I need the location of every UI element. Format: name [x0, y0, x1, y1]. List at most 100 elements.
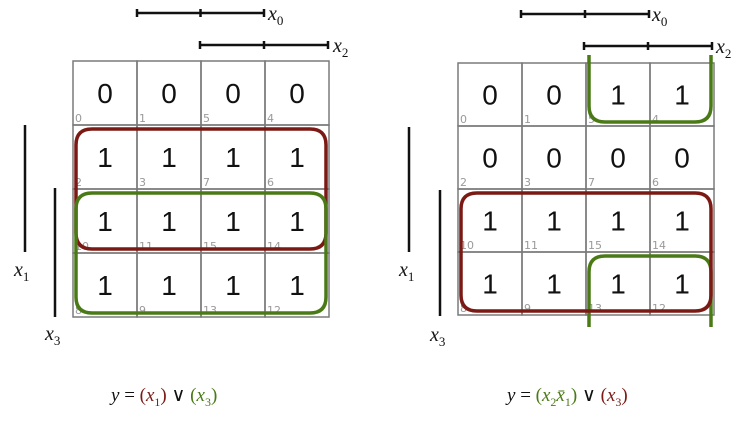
kmap-cell: 02 [457, 125, 523, 190]
kmap-cell: 00 [72, 60, 138, 126]
cell-index: 14 [652, 239, 666, 252]
x0-label: x0 [651, 4, 667, 29]
cell-index: 10 [460, 239, 474, 252]
formula-subscript: 1 [154, 395, 160, 409]
kmap-cell: 1 14 [649, 188, 715, 253]
kmap-cell: 16 [264, 124, 330, 190]
cell-value: 1 [674, 269, 690, 300]
kmap-cell: 110 [457, 188, 523, 253]
cell-value: 0 [97, 78, 113, 109]
cell-index: 0 [460, 113, 467, 126]
red-grouping-loop [74, 127, 328, 251]
formula-equals: = [119, 385, 139, 406]
kmap-cell: 113 [200, 252, 266, 318]
formula-subscript: 3 [615, 395, 621, 409]
cell-value: 1 [161, 270, 177, 301]
formula-paren: ) [571, 385, 577, 406]
karnaugh-map-right: 00011514020307061101111151141819113112x0… [398, 4, 731, 349]
cell-value: 1 [674, 206, 690, 237]
cell-index: 6 [652, 176, 659, 189]
cell-index: 5 [588, 113, 595, 126]
kmap-cell: 14 [649, 62, 715, 127]
kmap-cell: 03 [521, 125, 587, 190]
cell-index: 15 [588, 239, 602, 252]
cell-index: 15 [203, 240, 217, 253]
x3-label: x3 [429, 324, 445, 349]
cell-value: 1 [97, 206, 113, 237]
x1-label: x1 [398, 259, 414, 284]
cell-value: 1 [161, 206, 177, 237]
cell-index: 3 [139, 176, 146, 189]
cell-index: 11 [524, 239, 538, 252]
cell-value: 1 [482, 269, 498, 300]
cell-index: 5 [203, 112, 210, 125]
cell-value: 1 [225, 142, 241, 173]
kmap-cell: 06 [649, 125, 715, 190]
cell-index: 8 [75, 304, 82, 317]
cell-index: 8 [460, 302, 467, 315]
kmap-cell: 04 [264, 60, 330, 126]
cell-index: 12 [652, 302, 666, 315]
formula-paren: ) [160, 385, 166, 406]
cell-value: 1 [610, 80, 626, 111]
kmap-cell: 18 [72, 252, 138, 318]
formula-equals: = [515, 385, 535, 406]
cell-value: 1 [161, 142, 177, 173]
cell-value: 0 [610, 143, 626, 174]
cell-value: 0 [546, 80, 562, 111]
formula-or-operator: ∨ [167, 385, 190, 406]
formula-subscript: 2 [550, 395, 556, 409]
kmap-cell: 17 [200, 124, 266, 190]
x2-range-bar [582, 42, 714, 50]
formula-variable: x [196, 385, 206, 406]
formula-variable: x̄ [555, 385, 565, 406]
kmap-cell: 15 [585, 62, 651, 127]
cell-index: 9 [139, 304, 146, 317]
kmap-cell: 05 [200, 60, 266, 126]
cell-index: 7 [203, 176, 210, 189]
cell-value: 0 [482, 143, 498, 174]
cell-border [264, 252, 330, 318]
kmap-cell: 111 [136, 188, 202, 254]
kmap-cell: 1 12 [649, 251, 715, 316]
formula-paren: ) [211, 385, 217, 406]
formula-paren: ( [190, 385, 196, 406]
kmap-cell: 1 15 [200, 188, 266, 254]
formula-paren: ( [601, 385, 607, 406]
cell-index: 2 [460, 176, 467, 189]
cell-value: 1 [225, 206, 241, 237]
kmap-cell: 19 [136, 252, 202, 318]
cell-index: 7 [588, 176, 595, 189]
kmap-cell: 111 [521, 188, 587, 253]
cell-index: 4 [267, 112, 274, 125]
cell-value: 1 [289, 142, 305, 173]
cell-value: 1 [97, 142, 113, 173]
x0-range-bar [519, 10, 651, 18]
cell-index: 14 [267, 240, 281, 253]
cell-value: 1 [674, 80, 690, 111]
x0-range-bar [135, 9, 266, 17]
x2-range-bar [198, 41, 330, 49]
cell-index: 2 [75, 176, 82, 189]
cell-value: 1 [610, 206, 626, 237]
formula-subscript: 3 [205, 395, 211, 409]
cell-value: 0 [289, 78, 305, 109]
cell-index: 9 [524, 302, 531, 315]
x2-label: x2 [715, 36, 731, 61]
formula-or-operator: ∨ [577, 385, 600, 406]
kmap-cell: 07 [585, 125, 651, 190]
formula-variable: x [145, 385, 155, 406]
kmap-cell: 18 [457, 251, 523, 316]
formula-subscript: 1 [565, 395, 571, 409]
kmap-cell: 112 [264, 252, 330, 318]
kmap-cell: 19 [521, 251, 587, 316]
formula-paren: ( [140, 385, 146, 406]
x0-label: x0 [267, 3, 283, 28]
cell-value: 0 [161, 78, 177, 109]
formula-variable: x [606, 385, 616, 406]
cell-value: 1 [546, 269, 562, 300]
formula-output-var: y [505, 385, 516, 406]
x1-label: x1 [13, 259, 29, 284]
kmap-cell: 01 [521, 62, 587, 127]
